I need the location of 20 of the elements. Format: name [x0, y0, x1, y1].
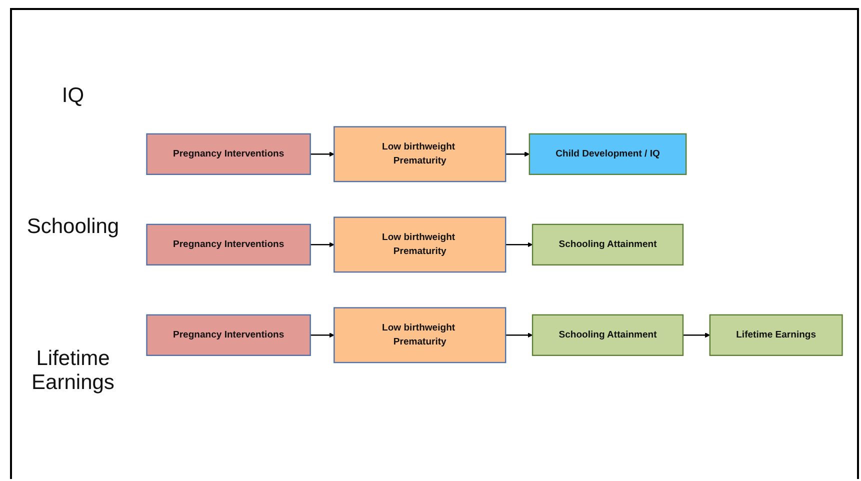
- node-box: Pregnancy Interventions: [146, 133, 311, 175]
- arrow: [506, 332, 533, 338]
- arrow: [506, 151, 530, 157]
- arrow: [310, 242, 334, 248]
- row-label: Lifetime Earnings: [30, 347, 116, 396]
- node-box: Schooling Attainment: [532, 224, 684, 266]
- arrow: [310, 151, 334, 157]
- node-box: Schooling Attainment: [532, 314, 684, 356]
- arrow: [683, 332, 710, 338]
- arrow: [506, 242, 533, 248]
- row-label: Schooling: [26, 215, 120, 240]
- row-label: IQ: [60, 84, 86, 108]
- node-box: Pregnancy Interventions: [146, 314, 311, 356]
- arrow: [310, 332, 334, 338]
- node-box: Pregnancy Interventions: [146, 224, 311, 266]
- node-box: Child Development / IQ: [528, 133, 687, 175]
- node-box: Low birthweight Prematurity: [334, 126, 506, 182]
- node-box: Low birthweight Prematurity: [334, 307, 506, 363]
- node-box: Low birthweight Prematurity: [334, 216, 506, 272]
- node-box: Lifetime Earnings: [709, 314, 843, 356]
